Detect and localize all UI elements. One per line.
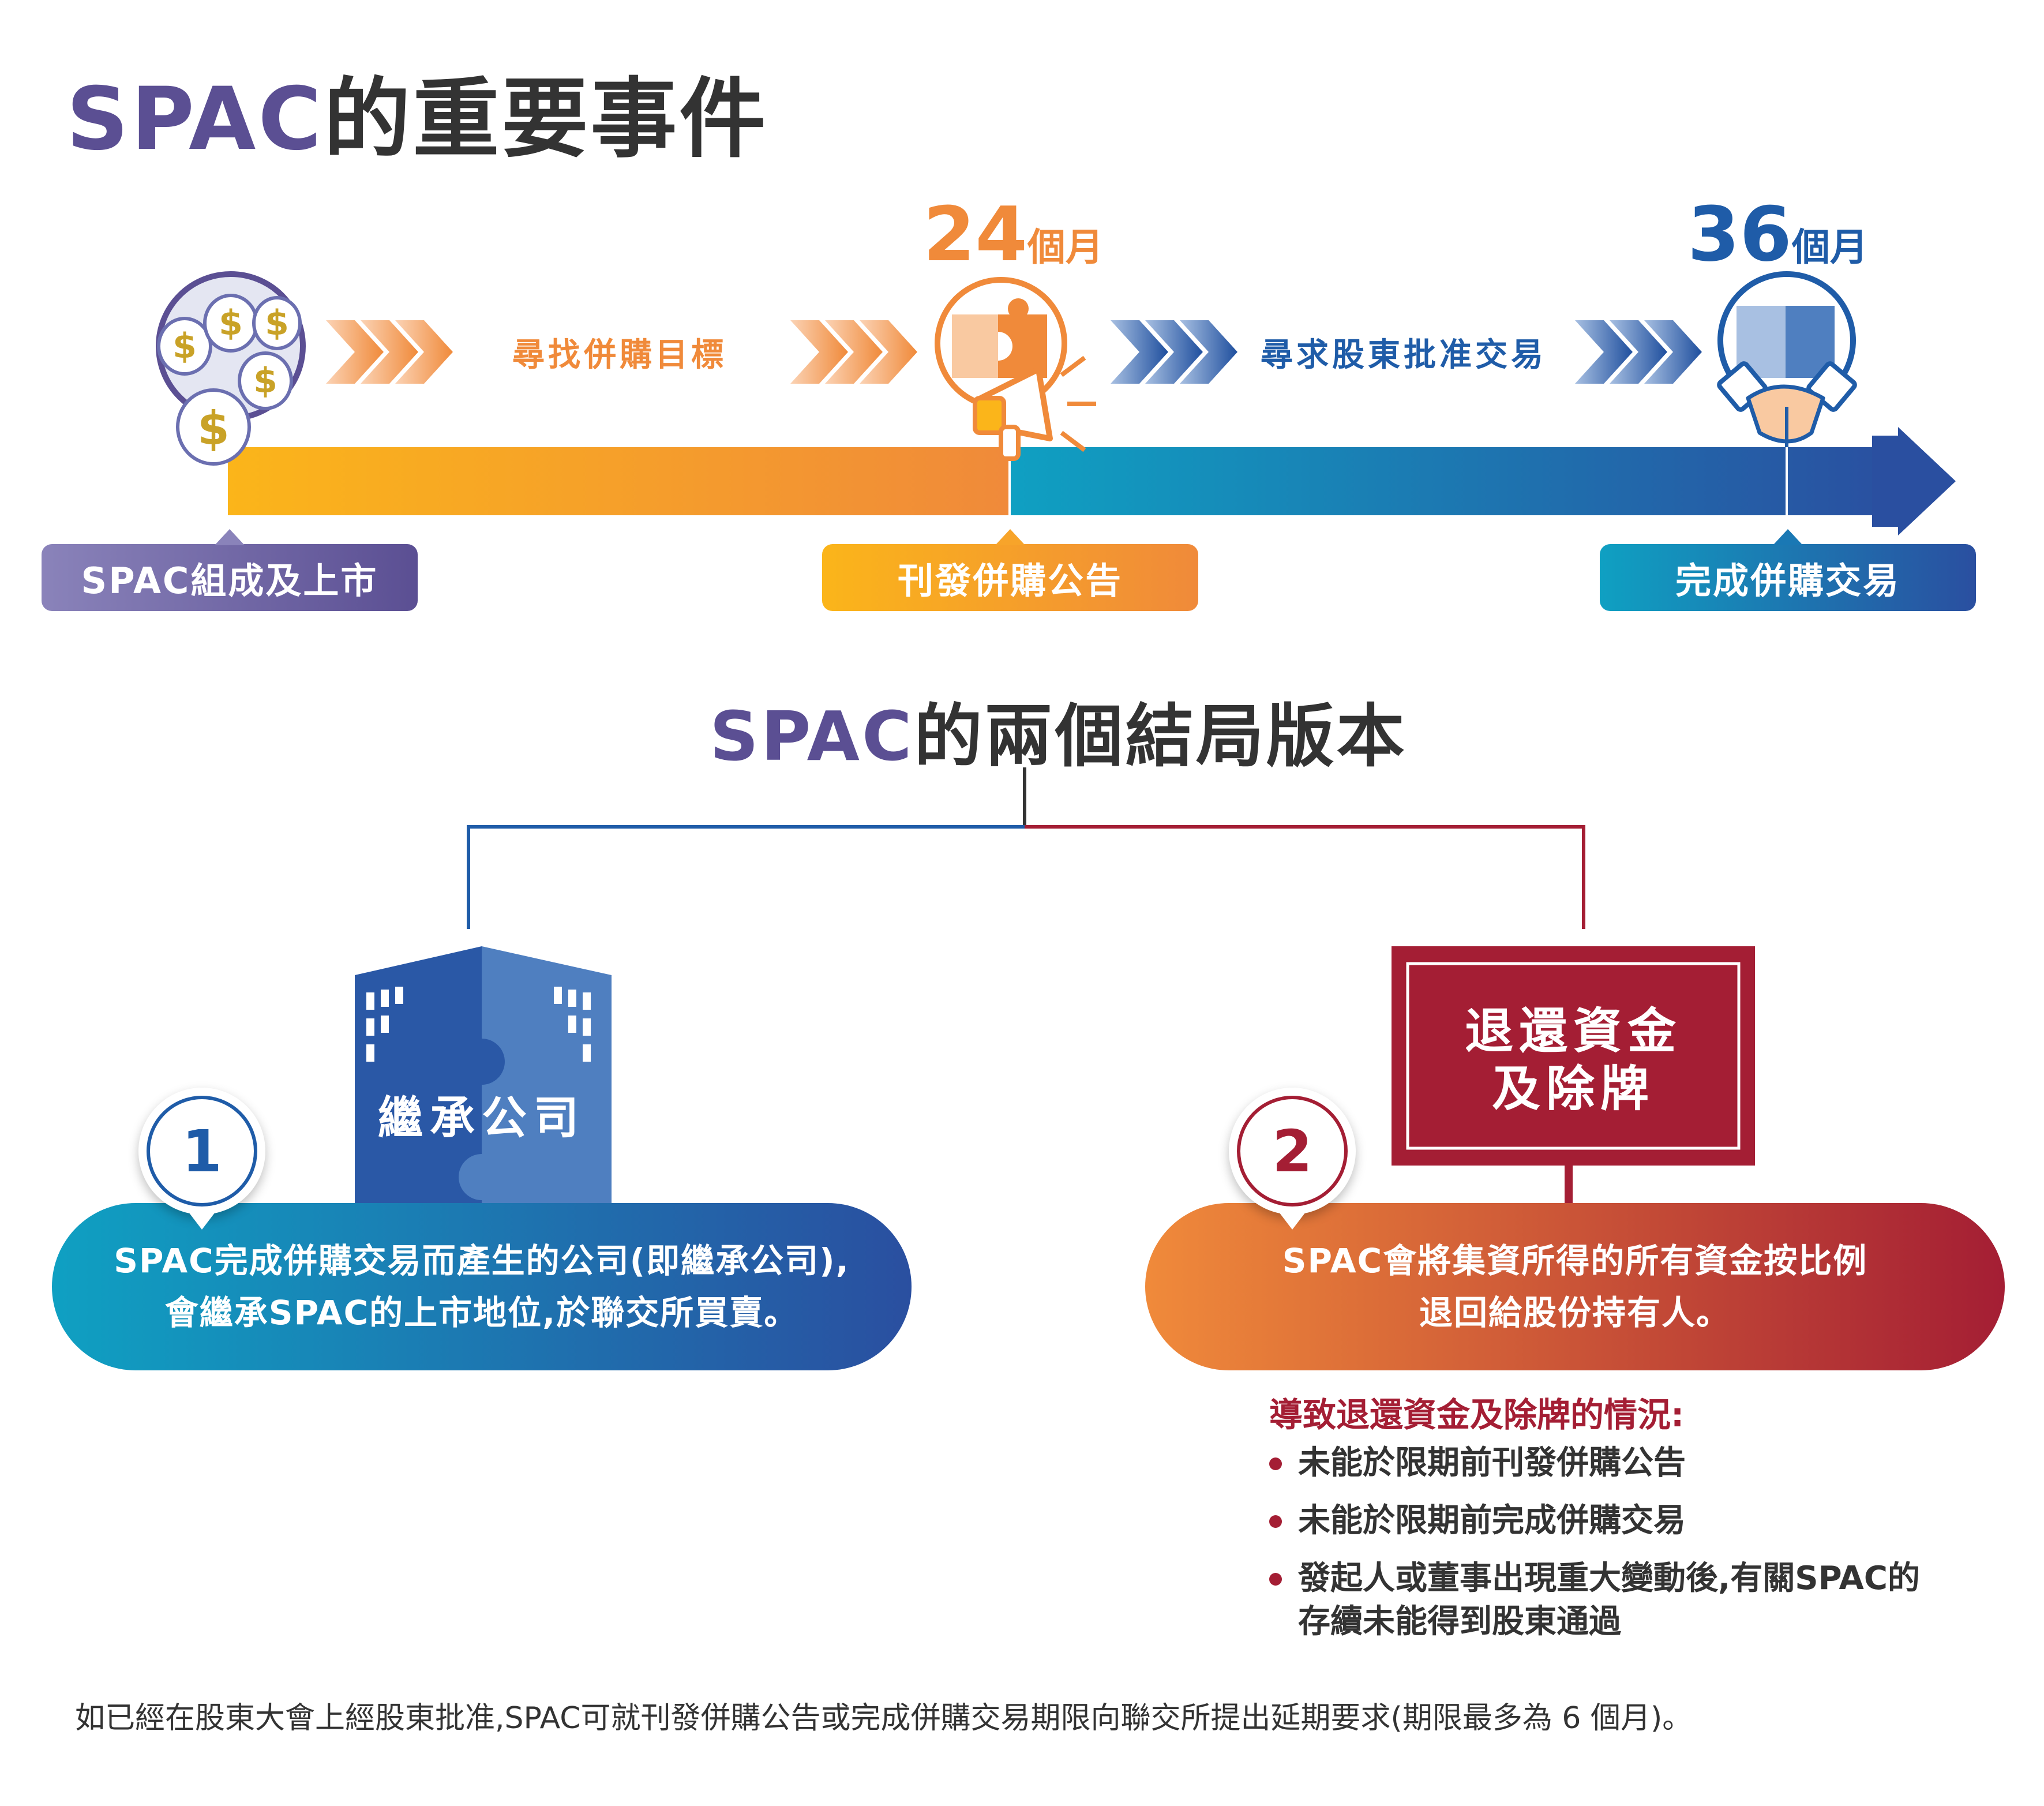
tag-spac-formed-listed: SPAC組成及上市	[42, 529, 418, 611]
outcome2-pill: SPAC會將集資所得的所有資金按比例 退回給股份持有人。	[1145, 1203, 2005, 1370]
outcome1-text-line2: 會繼承SPAC的上市地位,於聯交所買賣。	[164, 1293, 799, 1332]
timeline-bar-blue	[1010, 447, 1898, 515]
title-outcomes-accent: SPAC	[710, 696, 914, 776]
title-outcomes-rest: 的兩個結局版本	[914, 696, 1407, 776]
bullet-dot	[1269, 1573, 1282, 1586]
outcome2-badge: 2	[1229, 1088, 1356, 1230]
reason-text: 未能於限期前刊發併購公告	[1298, 1444, 1686, 1482]
outcome2-text-line1: SPAC會將集資所得的所有資金按比例	[1282, 1241, 1868, 1280]
month-24-number: 24	[923, 190, 1027, 278]
timeline-graphic: $ $ $ $ $	[156, 271, 1956, 535]
sign-label-line1: 退還資金	[1464, 1003, 1682, 1059]
month-36-number: 36	[1687, 190, 1792, 278]
chevrons-orange-left	[326, 320, 453, 384]
svg-text:$: $	[172, 326, 197, 366]
building-label: 繼承公司	[378, 1092, 586, 1144]
arrow-label-search-target: 尋找併購目標	[512, 336, 727, 374]
timeline-arrowhead	[1872, 427, 1956, 535]
reasons-title: 導致退還資金及除牌的情況:	[1269, 1395, 1685, 1434]
chevrons-blue-left	[1111, 320, 1237, 384]
outcome-graphics	[355, 767, 1755, 1212]
timeline-bar-orange	[228, 447, 1010, 515]
footnote: 如已經在股東大會上經股東批准,SPAC可就刊發併購公告或完成併購交易期限向聯交所…	[75, 1701, 1693, 1736]
delisting-sign-icon	[1392, 946, 1755, 1212]
tag-pointer	[1773, 529, 1803, 545]
tag-pointer	[215, 529, 245, 545]
tag-label: 完成併購交易	[1675, 560, 1900, 602]
svg-text:$: $	[197, 402, 230, 455]
handshake-puzzle-icon	[1717, 271, 1857, 447]
month-24-unit: 個月	[1027, 225, 1104, 269]
reason-item-continued: 存續未能得到股東通過	[1298, 1601, 1621, 1643]
svg-text:$: $	[253, 361, 277, 401]
building-icon	[355, 946, 612, 1212]
month-36-unit: 個月	[1791, 225, 1868, 269]
bullet-dot	[1269, 1457, 1282, 1470]
megaphone-puzzle-icon	[935, 277, 1096, 461]
bullet-dot	[1269, 1515, 1282, 1528]
outcome1-badge: 1	[138, 1088, 265, 1230]
reason-text: 存續未能得到股東通過	[1298, 1603, 1621, 1640]
tag-publish-announcement: 刊發併購公告	[822, 529, 1198, 611]
tag-pointer	[995, 529, 1025, 545]
money-bag-icon: $ $ $ $ $	[156, 271, 306, 466]
outcome1-pill: SPAC完成併購交易而產生的公司(即繼承公司), 會繼承SPAC的上市地位,於聯…	[52, 1203, 912, 1370]
badge-tail	[1277, 1210, 1307, 1230]
month-24-label: 24個月	[923, 190, 1104, 278]
title-main-rest: 的重要事件	[324, 69, 768, 170]
outcome2-number: 2	[1237, 1096, 1348, 1207]
reason-text: 發起人或董事出現重大變動後,有關SPAC的	[1298, 1560, 1920, 1597]
reason-item: 發起人或董事出現重大變動後,有關SPAC的	[1269, 1558, 1920, 1599]
svg-text:$: $	[219, 303, 243, 343]
title-main: SPAC的重要事件	[66, 49, 768, 174]
tag-complete-deal: 完成併購交易	[1600, 529, 1976, 611]
badge-tail	[187, 1210, 217, 1230]
outcome1-number: 1	[147, 1096, 257, 1207]
reason-text: 未能於限期前完成併購交易	[1298, 1502, 1686, 1539]
month-36-label: 36個月	[1687, 190, 1868, 278]
sign-label-line2: 及除牌	[1491, 1061, 1655, 1117]
tag-label: 刊發併購公告	[897, 560, 1123, 602]
chevrons-orange-right	[790, 320, 917, 384]
outcome2-text-line2: 退回給股份持有人。	[1419, 1293, 1731, 1332]
svg-text:$: $	[265, 303, 289, 343]
arrow-label-seek-approval: 尋求股東批准交易	[1261, 336, 1547, 374]
outcome1-text-line1: SPAC完成併購交易而產生的公司(即繼承公司),	[114, 1241, 850, 1280]
chevrons-blue-right	[1575, 320, 1702, 384]
title-main-accent: SPAC	[66, 69, 324, 170]
reason-item: 未能於限期前完成併購交易	[1269, 1500, 1686, 1542]
title-outcomes: SPAC的兩個結局版本	[710, 681, 1407, 780]
tag-label: SPAC組成及上市	[81, 560, 378, 602]
reason-item: 未能於限期前刊發併購公告	[1269, 1442, 1686, 1484]
